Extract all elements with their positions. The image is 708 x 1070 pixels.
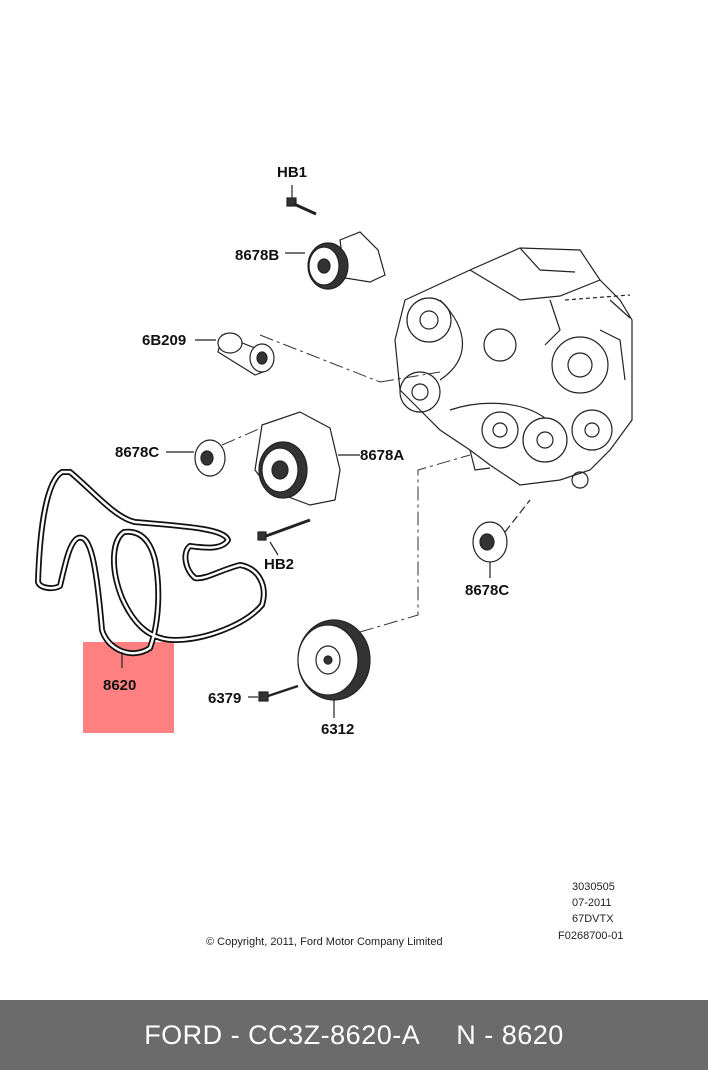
serpentine-belt-8620 xyxy=(35,469,267,668)
copyright-text: © Copyright, 2011, Ford Motor Company Li… xyxy=(206,936,443,948)
meta-code: 3030505 xyxy=(572,881,615,893)
tensioner-6b209 xyxy=(195,332,275,376)
footer-bar: FORD - CC3Z-8620-A N - 8620 xyxy=(0,1000,708,1070)
label-6b209: 6B209 xyxy=(142,332,186,349)
label-8678b: 8678B xyxy=(235,247,279,264)
label-8678c-right: 8678C xyxy=(465,582,509,599)
meta-date: 07-2011 xyxy=(572,897,612,909)
highlight-box xyxy=(83,642,174,733)
idler-pulley-8678b xyxy=(285,231,386,290)
label-hb2: HB2 xyxy=(264,556,294,573)
belt-diagram: HB1 8678B 6B209 8678C 8678A HB2 8678C 86… xyxy=(35,164,633,948)
bracket-8678a xyxy=(254,411,360,506)
label-6379: 6379 xyxy=(208,690,241,707)
hb2-bolt xyxy=(257,518,311,556)
bolt-6379 xyxy=(248,684,299,702)
label-8678a: 8678A xyxy=(360,447,404,464)
label-8620: 8620 xyxy=(103,677,136,694)
footer-ref: N - 8620 xyxy=(456,1019,564,1050)
meta-figure: F0268700-01 xyxy=(558,930,623,942)
engine-block xyxy=(394,247,633,489)
hb1-bolt xyxy=(286,185,317,216)
meta-engine: 67DVTX xyxy=(572,913,614,925)
footer-part-number: FORD - CC3Z-8620-A xyxy=(144,1019,421,1050)
damper-6312 xyxy=(297,619,371,718)
label-8678c-left: 8678C xyxy=(115,444,159,461)
label-6312: 6312 xyxy=(321,721,354,738)
label-hb1: HB1 xyxy=(277,164,307,181)
idler-8678c-right xyxy=(472,499,531,578)
idler-8678c-left xyxy=(166,439,226,477)
